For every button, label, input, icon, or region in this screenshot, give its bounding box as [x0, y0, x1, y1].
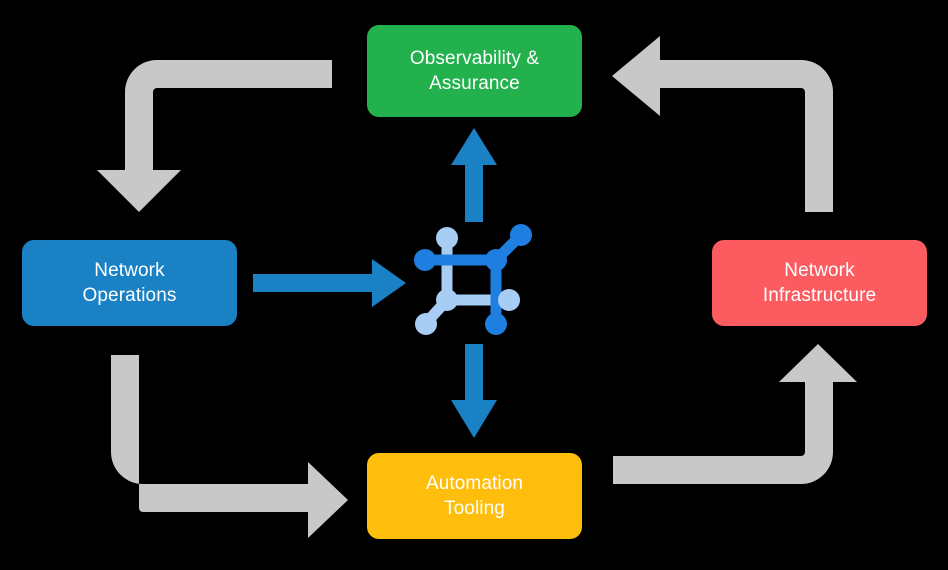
blue-arrow-right	[253, 259, 406, 307]
topology-nodes-primary	[414, 224, 532, 335]
blue-arrow-up	[451, 128, 497, 222]
node-automation-tooling[interactable]: Automation Tooling	[367, 453, 582, 539]
blue-arrow-down	[451, 344, 497, 438]
gray-arrow-bottom-right	[613, 344, 857, 484]
node-network-operations[interactable]: Network Operations	[22, 240, 237, 326]
network-topology-icon	[414, 224, 532, 335]
node-observability-assurance[interactable]: Observability & Assurance	[367, 25, 582, 117]
gray-arrow-top-left	[97, 60, 332, 212]
gray-arrow-bottom-left	[111, 355, 348, 538]
node-network-infrastructure[interactable]: Network Infrastructure	[712, 240, 927, 326]
gray-arrow-top-right	[612, 36, 833, 212]
topology-nodes-secondary	[415, 227, 520, 335]
